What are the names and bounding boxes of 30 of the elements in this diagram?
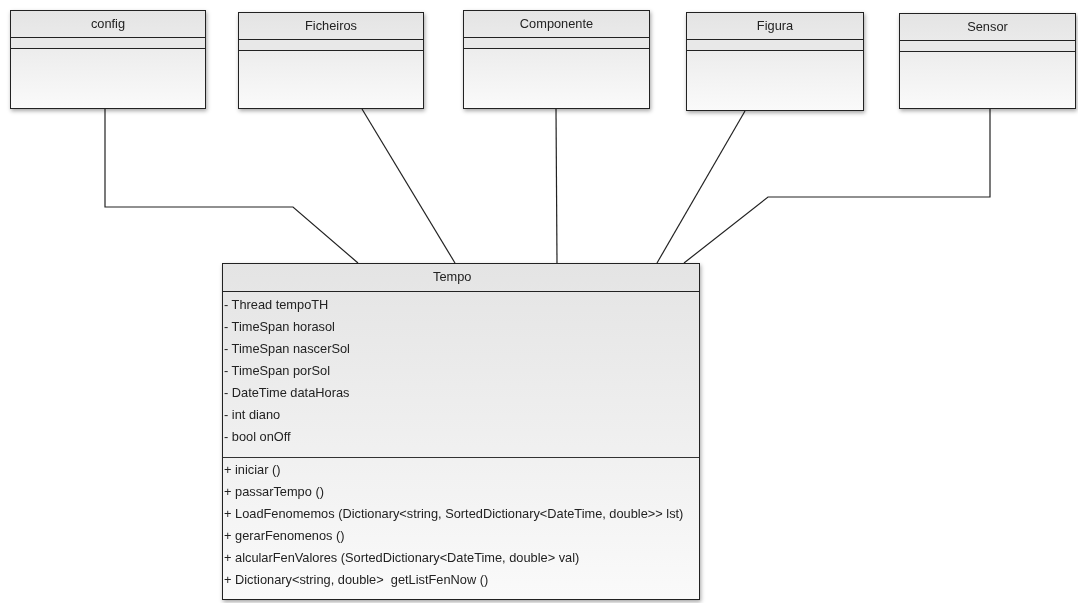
method-text: + iniciar () (224, 461, 281, 479)
class-box (463, 10, 650, 109)
association-line (656, 110, 746, 264)
class-box (10, 10, 206, 109)
class-name: Ficheiros (305, 17, 357, 35)
class-name: config (90, 15, 126, 33)
class-box (222, 263, 700, 600)
method-text: + LoadFenomemos (Dictionary<string, SortedDictionary<DateTime, double>> lst) (224, 505, 684, 523)
attribute-text: - TimeSpan porSol (224, 362, 330, 380)
class-name: Componente (519, 15, 594, 33)
association-line (361, 108, 456, 264)
class-name: Tempo (433, 268, 472, 286)
association-line (683, 108, 991, 264)
class-name: Figura (756, 17, 794, 35)
attribute-text: - TimeSpan horasol (224, 318, 335, 336)
class-box (686, 12, 864, 111)
class-box (899, 13, 1076, 109)
method-text: + Dictionary<string, double> getListFenNow () (224, 571, 489, 589)
attribute-text: - TimeSpan nascerSol (224, 340, 350, 358)
association-line (555, 108, 558, 264)
method-text: + passarTempo () (224, 483, 324, 501)
attribute-text: - Thread tempoTH (224, 296, 329, 314)
method-text: + gerarFenomenos () (224, 527, 345, 545)
class-name: Sensor (967, 18, 1008, 36)
class-box (238, 12, 424, 109)
attribute-text: - int diano (224, 406, 281, 424)
association-line (104, 108, 359, 264)
attribute-text: - bool onOff (224, 428, 291, 446)
method-text: + alcularFenValores (SortedDictionary<DateTime, double> val) (224, 549, 580, 567)
attribute-text: - DateTime dataHoras (224, 384, 350, 402)
